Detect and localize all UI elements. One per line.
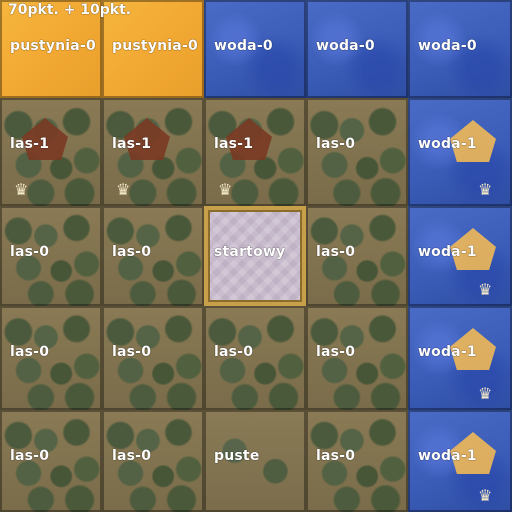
tile-forest[interactable]: las-0 xyxy=(102,206,204,306)
tile-label: las-0 xyxy=(10,448,50,464)
tile-label: woda-0 xyxy=(418,38,477,54)
tile-empty[interactable]: puste xyxy=(204,410,306,512)
tile-label: las-0 xyxy=(316,344,356,360)
tile-label: woda-1 xyxy=(418,136,477,152)
tile-label: las-0 xyxy=(10,244,50,260)
tile-forest[interactable]: las-0 xyxy=(306,206,408,306)
tile-label: pustynia-0 xyxy=(112,38,198,54)
tile-label: las-0 xyxy=(10,344,50,360)
crown-icon: ♛ xyxy=(14,180,29,199)
tile-label: las-1 xyxy=(214,136,254,152)
tile-label: las-1 xyxy=(112,136,152,152)
tile-label: woda-1 xyxy=(418,244,477,260)
tile-water[interactable]: ♛ woda-1 xyxy=(408,98,512,206)
tile-label: puste xyxy=(214,448,260,464)
tile-label: woda-0 xyxy=(214,38,273,54)
score-readout: 70pkt. + 10pkt. xyxy=(8,2,132,18)
tile-forest[interactable]: las-0 xyxy=(102,306,204,410)
tile-desert[interactable]: pustynia-0 xyxy=(0,0,102,98)
tile-water[interactable]: woda-0 xyxy=(306,0,408,98)
tile-label: las-0 xyxy=(112,344,152,360)
crown-icon: ♛ xyxy=(218,180,233,199)
tile-water[interactable]: ♛ woda-1 xyxy=(408,206,512,306)
tile-forest[interactable]: ♛ las-1 xyxy=(102,98,204,206)
tile-label: woda-1 xyxy=(418,448,477,464)
tile-label: las-0 xyxy=(316,448,356,464)
tile-forest[interactable]: ♛ las-1 xyxy=(0,98,102,206)
tile-water[interactable]: woda-0 xyxy=(408,0,512,98)
tile-forest[interactable]: las-0 xyxy=(0,206,102,306)
tile-label: las-0 xyxy=(112,244,152,260)
crown-icon: ♛ xyxy=(116,180,131,199)
tile-label: las-1 xyxy=(10,136,50,152)
tile-label: las-0 xyxy=(316,244,356,260)
tile-forest[interactable]: las-0 xyxy=(0,306,102,410)
tile-water[interactable]: woda-0 xyxy=(204,0,306,98)
tile-label: las-0 xyxy=(214,344,254,360)
tile-forest[interactable]: las-0 xyxy=(204,306,306,410)
tile-label: startowy xyxy=(214,244,286,260)
tile-label: woda-1 xyxy=(418,344,477,360)
crown-icon: ♛ xyxy=(478,384,493,403)
tile-label: woda-0 xyxy=(316,38,375,54)
crown-icon: ♛ xyxy=(478,180,493,199)
crown-icon: ♛ xyxy=(478,486,493,505)
tile-water[interactable]: ♛ woda-1 xyxy=(408,410,512,512)
crown-icon: ♛ xyxy=(478,280,493,299)
tile-forest[interactable]: las-0 xyxy=(306,306,408,410)
tile-forest[interactable]: las-0 xyxy=(306,410,408,512)
tile-forest[interactable]: las-0 xyxy=(102,410,204,512)
tile-forest[interactable]: ♛ las-1 xyxy=(204,98,306,206)
tile-start[interactable]: startowy xyxy=(204,206,306,306)
tile-label: pustynia-0 xyxy=(10,38,96,54)
tile-water[interactable]: ♛ woda-1 xyxy=(408,306,512,410)
tile-forest[interactable]: las-0 xyxy=(0,410,102,512)
tile-desert[interactable]: pustynia-0 xyxy=(102,0,204,98)
tile-forest[interactable]: las-0 xyxy=(306,98,408,206)
tile-label: las-0 xyxy=(316,136,356,152)
tile-label: las-0 xyxy=(112,448,152,464)
